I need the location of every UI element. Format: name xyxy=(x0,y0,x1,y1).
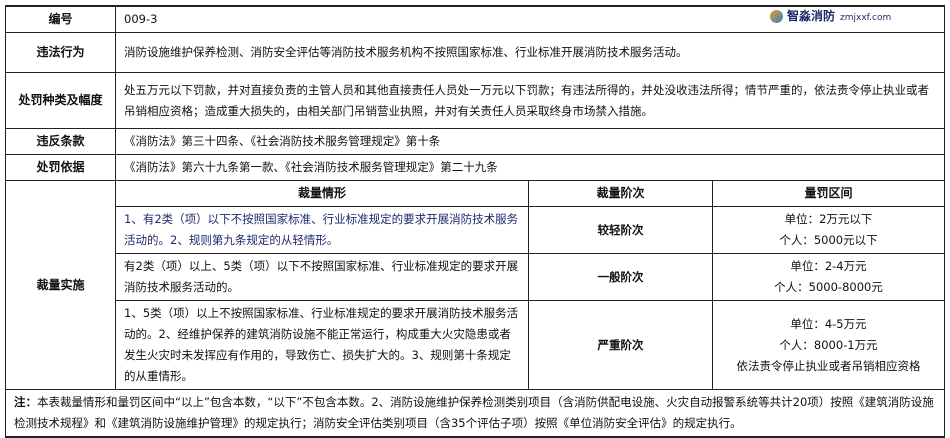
violated-label: 违反条款 xyxy=(5,128,116,155)
level-cell: 较轻阶次 xyxy=(528,206,713,254)
header-situation: 裁量情形 xyxy=(115,180,529,207)
penalty-label: 处罚种类及幅度 xyxy=(5,72,116,129)
id-label: 编号 xyxy=(5,5,116,33)
situation-cell: 1、5类（项）以上不按照国家标准、行业标准规定的要求开展消防技术服务活动的。2、… xyxy=(115,300,529,390)
note-label: 注： xyxy=(14,395,37,409)
flame-logo-icon xyxy=(770,10,783,23)
range-cell: 单位：4-5万元个人：8000-1万元依法责令停止执业或者吊销相应资格 xyxy=(712,300,945,390)
range-cell: 单位：2-4万元个人：5000-8000元 xyxy=(712,253,945,301)
table-row: 有2类（项）以上、5类（项）以下不按照国家标准、行业标准规定的要求开展消防技术服… xyxy=(6,253,945,301)
watermark-name: 智淼消防 xyxy=(787,9,836,23)
header-range: 量罚区间 xyxy=(712,180,945,207)
watermark-logo: 智淼消防 zmjxxf.com xyxy=(770,8,891,24)
range-line: 单位：2-4万元 xyxy=(790,259,867,273)
table-row: 1、有2类（项）以下不按照国家标准、行业标准规定的要求开展消防技术服务活动的。2… xyxy=(6,206,945,254)
situation-cell: 1、有2类（项）以下不按照国家标准、行业标准规定的要求开展消防技术服务活动的。2… xyxy=(115,206,529,254)
discretion-label: 裁量实施 xyxy=(5,180,116,390)
level-cell: 一般阶次 xyxy=(528,253,713,301)
basis-label: 处罚依据 xyxy=(5,154,116,181)
range-line: 单位：4-5万元 xyxy=(790,316,867,331)
note-text: 本表裁量情形和量罚区间中“以上”包含本数，“以下”不包含本数。2、消防设施维护保… xyxy=(14,395,934,430)
range-line: 个人：8000-1万元 xyxy=(779,337,878,352)
behavior-value: 消防设施维护保养检测、消防安全评估等消防技术服务机构不按照国家标准、行业标准开展… xyxy=(115,32,945,73)
range-cell: 单位：2万元以下个人：5000元以下 xyxy=(712,206,945,254)
behavior-label: 违法行为 xyxy=(5,32,116,73)
basis-value: 《消防法》第六十九条第一款、《社会消防技术服务管理规定》第二十九条 xyxy=(115,154,945,181)
header-level: 裁量阶次 xyxy=(528,180,713,207)
violated-value: 《消防法》第三十四条、《社会消防技术服务管理规定》第十条 xyxy=(115,128,945,155)
range-line: 单位：2万元以下 xyxy=(784,212,873,226)
range-line: 个人：5000-8000元 xyxy=(774,280,883,294)
situation-cell: 有2类（项）以上、5类（项）以下不按照国家标准、行业标准规定的要求开展消防技术服… xyxy=(115,253,529,301)
note: 注：本表裁量情形和量罚区间中“以上”包含本数，“以下”不包含本数。2、消防设施维… xyxy=(5,389,945,438)
table-row: 1、5类（项）以上不按照国家标准、行业标准规定的要求开展消防技术服务活动的。2、… xyxy=(6,300,945,390)
watermark-url: zmjxxf.com xyxy=(840,13,892,23)
range-line: 个人：5000元以下 xyxy=(779,233,878,247)
level-cell: 严重阶次 xyxy=(528,300,713,390)
range-line: 依法责令停止执业或者吊销相应资格 xyxy=(736,358,921,373)
penalty-value: 处五万元以下罚款，并对直接负责的主管人员和其他直接责任人员处一万元以下罚款；有违… xyxy=(115,72,945,129)
